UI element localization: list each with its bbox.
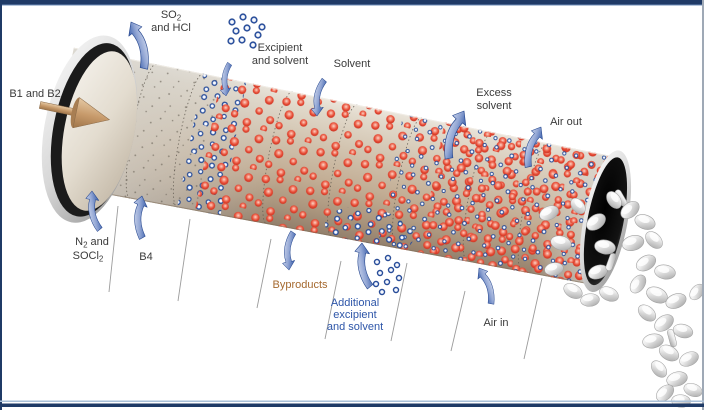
tablet xyxy=(626,271,650,297)
label-additional-line2: excipient xyxy=(333,309,376,321)
label-air-out: Air out xyxy=(550,116,582,128)
label-solvent: Solvent xyxy=(334,58,371,70)
label-so2-line2: and HCl xyxy=(151,22,191,34)
tablet xyxy=(686,280,704,304)
tablet xyxy=(579,292,601,308)
leader-line xyxy=(108,205,119,293)
feed-arrow xyxy=(38,97,111,129)
frame-left xyxy=(0,0,2,410)
drum-outlet-mouth xyxy=(579,150,632,293)
label-so2-line1: SO2 xyxy=(161,9,182,23)
b4-inlet-arrow xyxy=(132,195,150,241)
tablet xyxy=(676,348,702,370)
leader-line xyxy=(324,260,342,340)
label-additional-line3: and solvent xyxy=(327,321,383,333)
leader-line xyxy=(523,277,543,360)
drum-inlet-cap xyxy=(41,35,138,223)
frame-top xyxy=(0,0,704,5)
leader-line xyxy=(390,262,408,342)
excipient-dot-cluster-top xyxy=(227,13,266,49)
inlet-cap-face xyxy=(61,51,138,211)
label-excess-solvent-line2: solvent xyxy=(477,100,512,112)
frame-top-inner-line xyxy=(0,4,704,6)
label-excipient-line2: and solvent xyxy=(252,55,308,67)
tablet xyxy=(652,262,678,282)
frame-bottom xyxy=(0,403,704,407)
air-inlet-arrow xyxy=(474,265,498,307)
label-byproducts: Byproducts xyxy=(272,279,328,291)
leader-line xyxy=(450,290,466,352)
leader-lines xyxy=(108,205,543,360)
frame-bottom-inner-line xyxy=(0,400,704,402)
label-excipient-line1: Excipient xyxy=(258,42,303,54)
label-socl2-line2: SOCl2 xyxy=(73,250,104,264)
label-air-in: Air in xyxy=(483,317,508,329)
label-b1-b2: B1 and B2 xyxy=(9,88,60,100)
frame-right xyxy=(702,0,704,410)
outlet-opening xyxy=(583,157,628,286)
leader-line xyxy=(177,218,191,302)
labels: B1 and B2 SO2 and HCl Excipient and solv… xyxy=(9,9,582,333)
tablet xyxy=(663,290,689,312)
tablet xyxy=(632,211,658,233)
label-additional-line1: Additional xyxy=(331,297,379,309)
byproducts-outlet-arrow xyxy=(280,230,300,271)
label-excess-solvent-line1: Excess xyxy=(476,87,512,99)
tablet xyxy=(641,227,667,253)
rotary-drum xyxy=(41,35,632,293)
tablet xyxy=(647,357,671,381)
label-b4: B4 xyxy=(139,251,152,263)
leader-line xyxy=(256,238,272,309)
tablet xyxy=(634,301,660,325)
additional-excipient-dot-cluster xyxy=(372,254,403,296)
